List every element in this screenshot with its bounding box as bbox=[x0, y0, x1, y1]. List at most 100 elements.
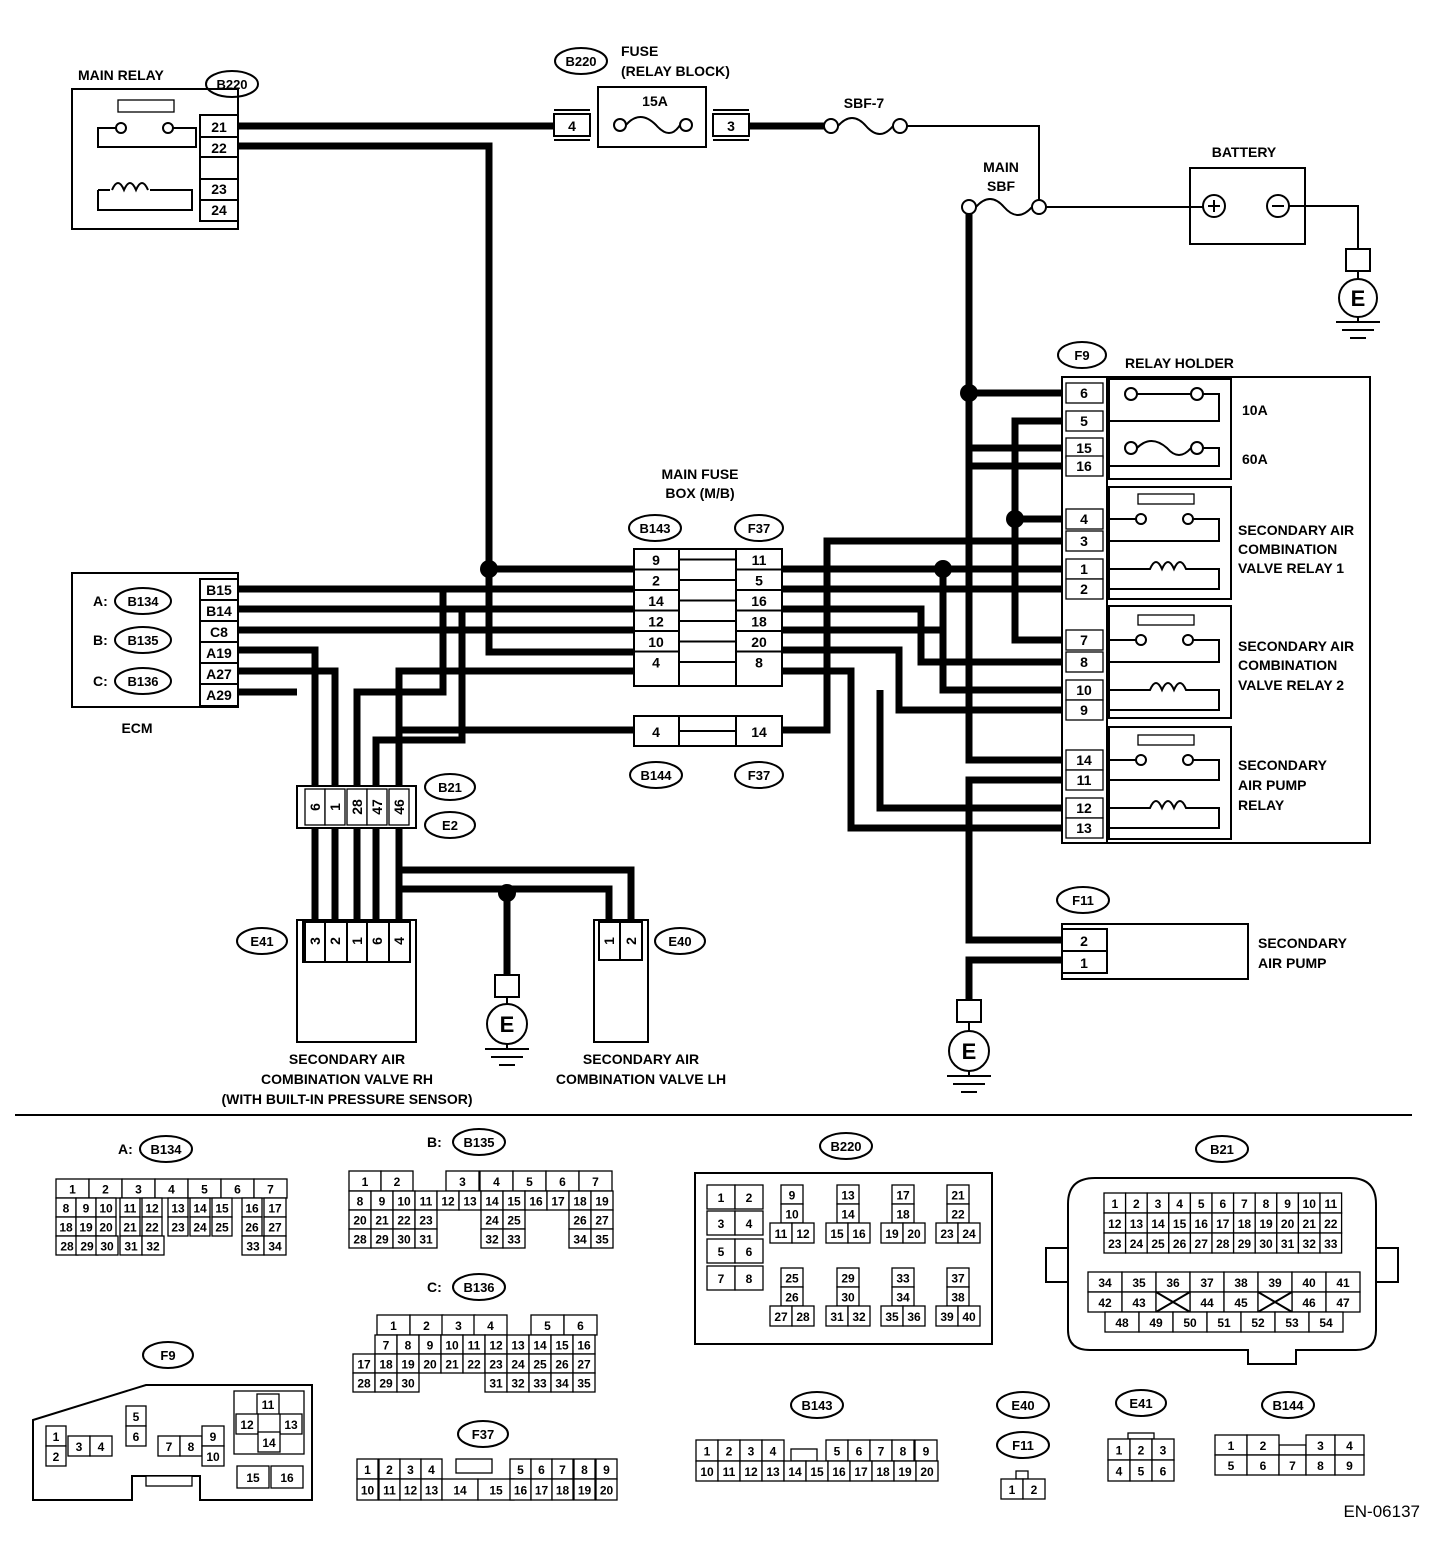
b220v-pin-28: 28 bbox=[796, 1310, 810, 1324]
connector-b134-tag: B134 bbox=[127, 594, 159, 609]
b135-pin-4: 4 bbox=[493, 1175, 500, 1189]
b143v-pin-3: 3 bbox=[748, 1445, 755, 1459]
b134-pin-18: 18 bbox=[59, 1221, 73, 1235]
f37v-pin-9: 9 bbox=[603, 1463, 610, 1477]
view-b143-tag: B143 bbox=[801, 1398, 832, 1413]
f9-pin-4: 4 bbox=[1080, 511, 1088, 527]
b135-pin-5: 5 bbox=[526, 1175, 533, 1189]
main-relay: MAIN RELAY 21 22 23 24 B220 bbox=[71, 67, 259, 230]
b220v-pin-36-cell bbox=[902, 1305, 926, 1327]
b220v-pin-2-cell bbox=[734, 1184, 764, 1210]
b21v-pin-23: 23 bbox=[1108, 1237, 1122, 1251]
b220v-pin-20-cell bbox=[902, 1222, 926, 1244]
b134-pin-17: 17 bbox=[268, 1202, 282, 1216]
b144v-pin-2: 2 bbox=[1260, 1439, 1267, 1453]
connector-b144-tag: B144 bbox=[640, 768, 672, 783]
b220v-pin-40: 40 bbox=[962, 1310, 976, 1324]
connector-b136-tag: B136 bbox=[127, 674, 158, 689]
f37v-pin-4: 4 bbox=[428, 1463, 435, 1477]
b220v-pin-3-cell bbox=[706, 1210, 736, 1236]
f9v-pin-1: 1 bbox=[53, 1430, 60, 1444]
f37-pin-16: 16 bbox=[751, 593, 767, 609]
b136-pin-33: 33 bbox=[533, 1377, 547, 1391]
document-code: EN-06137 bbox=[1343, 1502, 1420, 1521]
b136-pin-32: 32 bbox=[511, 1377, 525, 1391]
b136-pin-15: 15 bbox=[555, 1339, 569, 1353]
b135-pin-33-cell bbox=[502, 1228, 526, 1249]
b21v-pin-28: 28 bbox=[1216, 1237, 1230, 1251]
f9v-pin-10-cell bbox=[201, 1445, 225, 1467]
pump-relay-label-2: AIR PUMP bbox=[1238, 777, 1306, 793]
f37v-pin-5: 5 bbox=[517, 1463, 524, 1477]
b143v-pin-20: 20 bbox=[920, 1465, 934, 1479]
b220v-pin-34: 34 bbox=[896, 1291, 910, 1305]
view-f37-tag: F37 bbox=[472, 1427, 494, 1442]
main-relay-label: MAIN RELAY bbox=[78, 67, 164, 83]
b134-pin-11: 11 bbox=[124, 1202, 137, 1216]
f37-pin-14: 14 bbox=[751, 724, 767, 740]
b134-pin-19: 19 bbox=[79, 1221, 93, 1235]
e41-pin-6: 6 bbox=[369, 937, 385, 945]
b220v-pin-16-cell bbox=[847, 1222, 871, 1244]
b220v-pin-24-cell bbox=[957, 1222, 981, 1244]
b220v-pin-10: 10 bbox=[785, 1208, 799, 1222]
b220v-pin-14: 14 bbox=[841, 1208, 855, 1222]
b135-pin-1: 1 bbox=[362, 1175, 369, 1189]
b135-pin-12: 12 bbox=[441, 1195, 455, 1209]
b220v-pin-25: 25 bbox=[785, 1272, 799, 1286]
b143-pin-10: 10 bbox=[648, 634, 664, 650]
f37-pin-20: 20 bbox=[751, 634, 767, 650]
relay1-label-1: SECONDARY AIR bbox=[1238, 522, 1354, 538]
b136-pin-3: 3 bbox=[455, 1319, 462, 1333]
b21v-pin-8: 8 bbox=[1263, 1197, 1270, 1211]
wires bbox=[238, 122, 1062, 1000]
b134-pin-23: 23 bbox=[171, 1221, 185, 1235]
b21v-pin-38: 38 bbox=[1234, 1276, 1248, 1290]
b136-pin-17: 17 bbox=[357, 1358, 371, 1372]
ecm-c-prefix: C: bbox=[93, 673, 108, 689]
b21v-pin-52: 52 bbox=[1251, 1316, 1265, 1330]
b135-pin-35: 35 bbox=[595, 1233, 609, 1247]
b220v-pin-40-cell bbox=[957, 1305, 981, 1327]
b136-pin-19: 19 bbox=[401, 1358, 415, 1372]
b136-pin-27: 27 bbox=[577, 1358, 591, 1372]
f9-pin-11: 11 bbox=[1077, 772, 1092, 788]
f9-pin-12: 12 bbox=[1076, 800, 1092, 816]
f37v-pin-7: 7 bbox=[559, 1463, 566, 1477]
b134-pin-34: 34 bbox=[268, 1240, 282, 1254]
b144v-pin-3: 3 bbox=[1317, 1439, 1324, 1453]
fuse-pin-4: 4 bbox=[568, 118, 576, 134]
view-f9-tag: F9 bbox=[160, 1348, 175, 1363]
secondary-air-pump: F11 2 1 SECONDARY AIR PUMP E bbox=[947, 886, 1348, 1093]
b220v-pin-2: 2 bbox=[746, 1191, 753, 1205]
b135-pin-19: 19 bbox=[595, 1195, 609, 1209]
b143v-pin-14: 14 bbox=[788, 1465, 802, 1479]
b134-pin-31: 31 bbox=[124, 1240, 138, 1254]
main-relay-pin-21: 21 bbox=[211, 119, 227, 135]
main-sbf-label-2: SBF bbox=[987, 178, 1015, 194]
b21v-pin-13: 13 bbox=[1130, 1217, 1144, 1231]
b21v-pin-22: 22 bbox=[1324, 1217, 1338, 1231]
b136-pin-31: 31 bbox=[489, 1377, 503, 1391]
b21v-pin-50: 50 bbox=[1183, 1316, 1197, 1330]
f9-pin-8: 8 bbox=[1080, 654, 1088, 670]
b21v-pin-41: 41 bbox=[1336, 1276, 1350, 1290]
b136-pin-18: 18 bbox=[379, 1358, 393, 1372]
b135-pin-11: 11 bbox=[420, 1195, 433, 1209]
b21v-pin-42: 42 bbox=[1098, 1296, 1112, 1310]
main-relay-pin-24: 24 bbox=[211, 202, 227, 218]
f9v-pin-6-cell bbox=[125, 1425, 147, 1447]
b21v-pin-12: 12 bbox=[1108, 1217, 1122, 1231]
ecm-a-prefix: A: bbox=[93, 593, 108, 609]
f37v-pin-16: 16 bbox=[514, 1484, 528, 1498]
fuse-relay-block: B220 FUSE (RELAY BLOCK) 15A 4 3 SBF-7 bbox=[553, 43, 908, 148]
b220v-pin-5: 5 bbox=[718, 1245, 725, 1259]
main-relay-pin-22: 22 bbox=[211, 140, 227, 156]
b143v-pin-13: 13 bbox=[766, 1465, 780, 1479]
b135-pin-21: 21 bbox=[375, 1214, 389, 1228]
b136-pin-11: 11 bbox=[468, 1339, 481, 1353]
pump-ground-label: E bbox=[962, 1039, 977, 1064]
b220v-pin-12-cell bbox=[791, 1222, 815, 1244]
